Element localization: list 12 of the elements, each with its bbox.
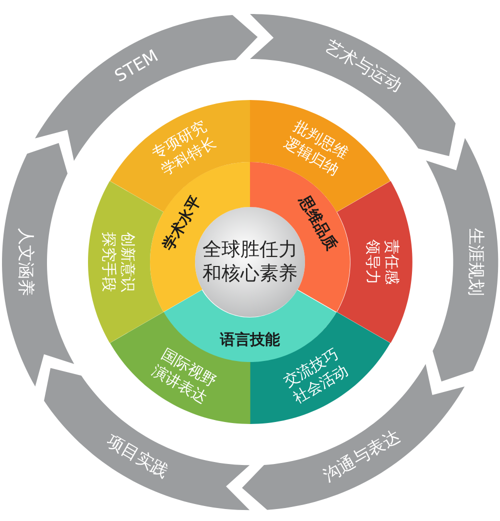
segment-label: 项目实践 <box>102 430 172 484</box>
sector-label: 批判思维逻辑归纳 <box>280 116 352 180</box>
sector-label: 创新意识探究手段 <box>99 232 137 292</box>
sector-label: 交流技巧社会活动 <box>280 344 352 408</box>
segment-label: 沟通与表达 <box>320 426 405 488</box>
sector-label: 国际视野演讲表达 <box>148 344 220 408</box>
segment-label: 语言技能 <box>220 330 280 350</box>
segment-label: 艺术与运动 <box>320 36 405 98</box>
sector-label: 责任感领导力 <box>363 239 401 285</box>
sector-label: 专项研究学科特长 <box>148 116 220 180</box>
segment-label: 生涯规划 <box>464 228 486 296</box>
segment-label: 人文涵养 <box>14 228 36 296</box>
